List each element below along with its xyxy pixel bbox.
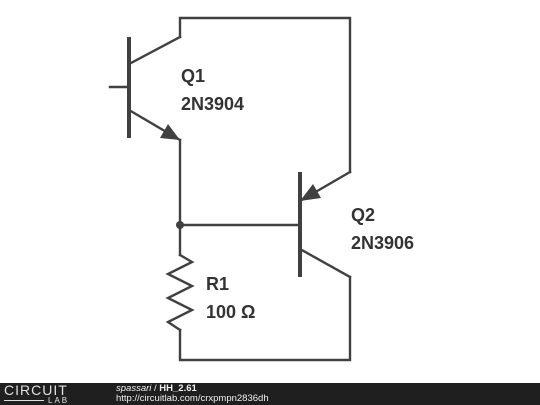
wire-r1-to-q2-collector [178, 275, 352, 362]
r1-designator: R1 [206, 274, 229, 294]
q2-designator: Q2 [351, 205, 375, 225]
q2-transistor: Q2 2N3906 [298, 170, 414, 279]
footer-bar: CIRCUIT LAB spassari / HH_2.61 http://ci… [0, 383, 540, 405]
logo-text-circuit: CIRCUIT [4, 382, 68, 398]
logo-trace-line [4, 400, 44, 401]
author-title-line: spassari / HH_2.61 [116, 384, 269, 394]
q2-emitter-arrow [300, 184, 321, 201]
wires [108, 16, 352, 362]
q1-emitter-arrow [160, 124, 180, 140]
logo-text-lab: LAB [48, 396, 70, 405]
junction-dot [176, 221, 184, 229]
author-link[interactable]: spassari [116, 383, 152, 394]
q1-designator: Q1 [181, 66, 205, 86]
q1-transistor: Q1 2N3904 [127, 35, 244, 142]
r1-resistor: R1 100 Ω [165, 253, 255, 332]
q2-collector-lead [298, 247, 352, 279]
circuit-title: HH_2.61 [159, 383, 197, 394]
q1-part-number: 2N3904 [181, 94, 244, 114]
wire-q1-collector-to-q2-emitter [178, 16, 352, 174]
q2-part-number: 2N3906 [351, 233, 414, 253]
circuit-url-link[interactable]: http://circuitlab.com/crxpmpn2836dh [116, 393, 269, 404]
r1-value: 100 Ω [206, 302, 255, 322]
circuit-schematic: Q1 2N3904 Q2 2N3906 R1 100 Ω [108, 16, 414, 362]
circuitlab-logo[interactable]: CIRCUIT LAB [4, 383, 96, 405]
path-separator: / [151, 383, 160, 394]
r1-zigzag [165, 253, 195, 332]
circuit-meta: spassari / HH_2.61 http://circuitlab.com… [116, 384, 269, 404]
q1-collector-lead [127, 35, 182, 66]
